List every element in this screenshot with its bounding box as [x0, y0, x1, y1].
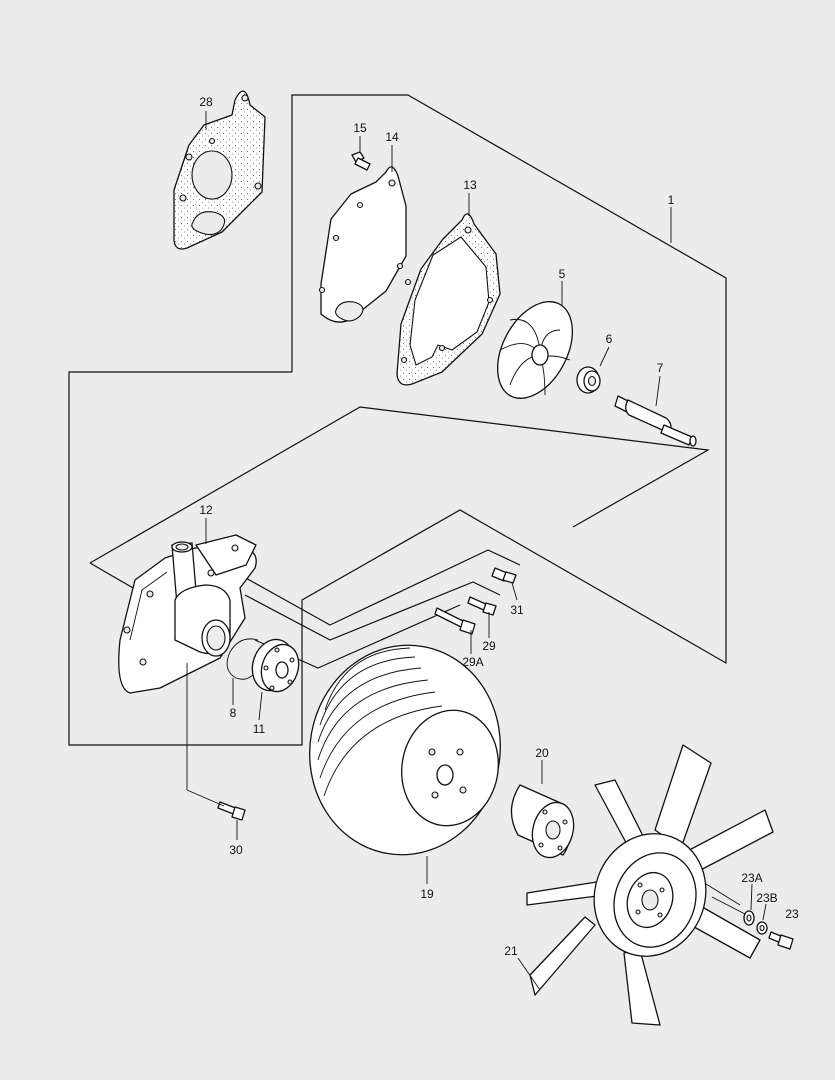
label-29a: 29A	[462, 655, 483, 669]
callout-labels: 28 15 14 13 1 5 6 7 12 31 29 29A 8 11 30…	[199, 95, 799, 958]
label-23a: 23A	[741, 871, 762, 885]
pump-body-12	[118, 534, 257, 694]
leader-lines	[186, 111, 767, 991]
label-28: 28	[199, 95, 213, 109]
label-1: 1	[668, 193, 675, 207]
seal-6	[576, 366, 601, 394]
pulley-19	[309, 644, 501, 856]
gasket-14	[318, 166, 407, 323]
label-5: 5	[559, 267, 566, 281]
washer-23a	[743, 910, 755, 926]
label-14: 14	[385, 130, 399, 144]
label-23: 23	[785, 907, 799, 921]
bolt-15	[351, 151, 371, 171]
bolt-31	[491, 567, 517, 584]
spacer-20	[510, 784, 575, 859]
shaft-bearing-7	[614, 395, 697, 447]
bolt-29a	[434, 607, 476, 635]
label-23b: 23B	[756, 891, 777, 905]
impeller-5	[497, 301, 573, 399]
label-29: 29	[482, 639, 496, 653]
label-31: 31	[510, 603, 524, 617]
label-13: 13	[463, 178, 477, 192]
fan-21	[526, 744, 774, 1026]
hub-11	[251, 638, 300, 693]
label-8: 8	[230, 706, 237, 720]
label-20: 20	[535, 746, 549, 760]
label-30: 30	[229, 843, 243, 857]
label-15: 15	[353, 121, 367, 135]
gasket-13	[396, 213, 501, 386]
snap-ring-8	[226, 638, 259, 680]
label-6: 6	[606, 332, 613, 346]
label-11: 11	[253, 722, 266, 736]
bolt-29	[467, 596, 497, 616]
label-19: 19	[420, 887, 434, 901]
label-12: 12	[199, 503, 213, 517]
label-7: 7	[657, 361, 664, 375]
bolt-23	[768, 931, 794, 950]
washer-23b	[756, 921, 768, 935]
gasket-28	[173, 90, 266, 250]
assembly-frame	[68, 94, 727, 746]
label-21: 21	[504, 944, 518, 958]
